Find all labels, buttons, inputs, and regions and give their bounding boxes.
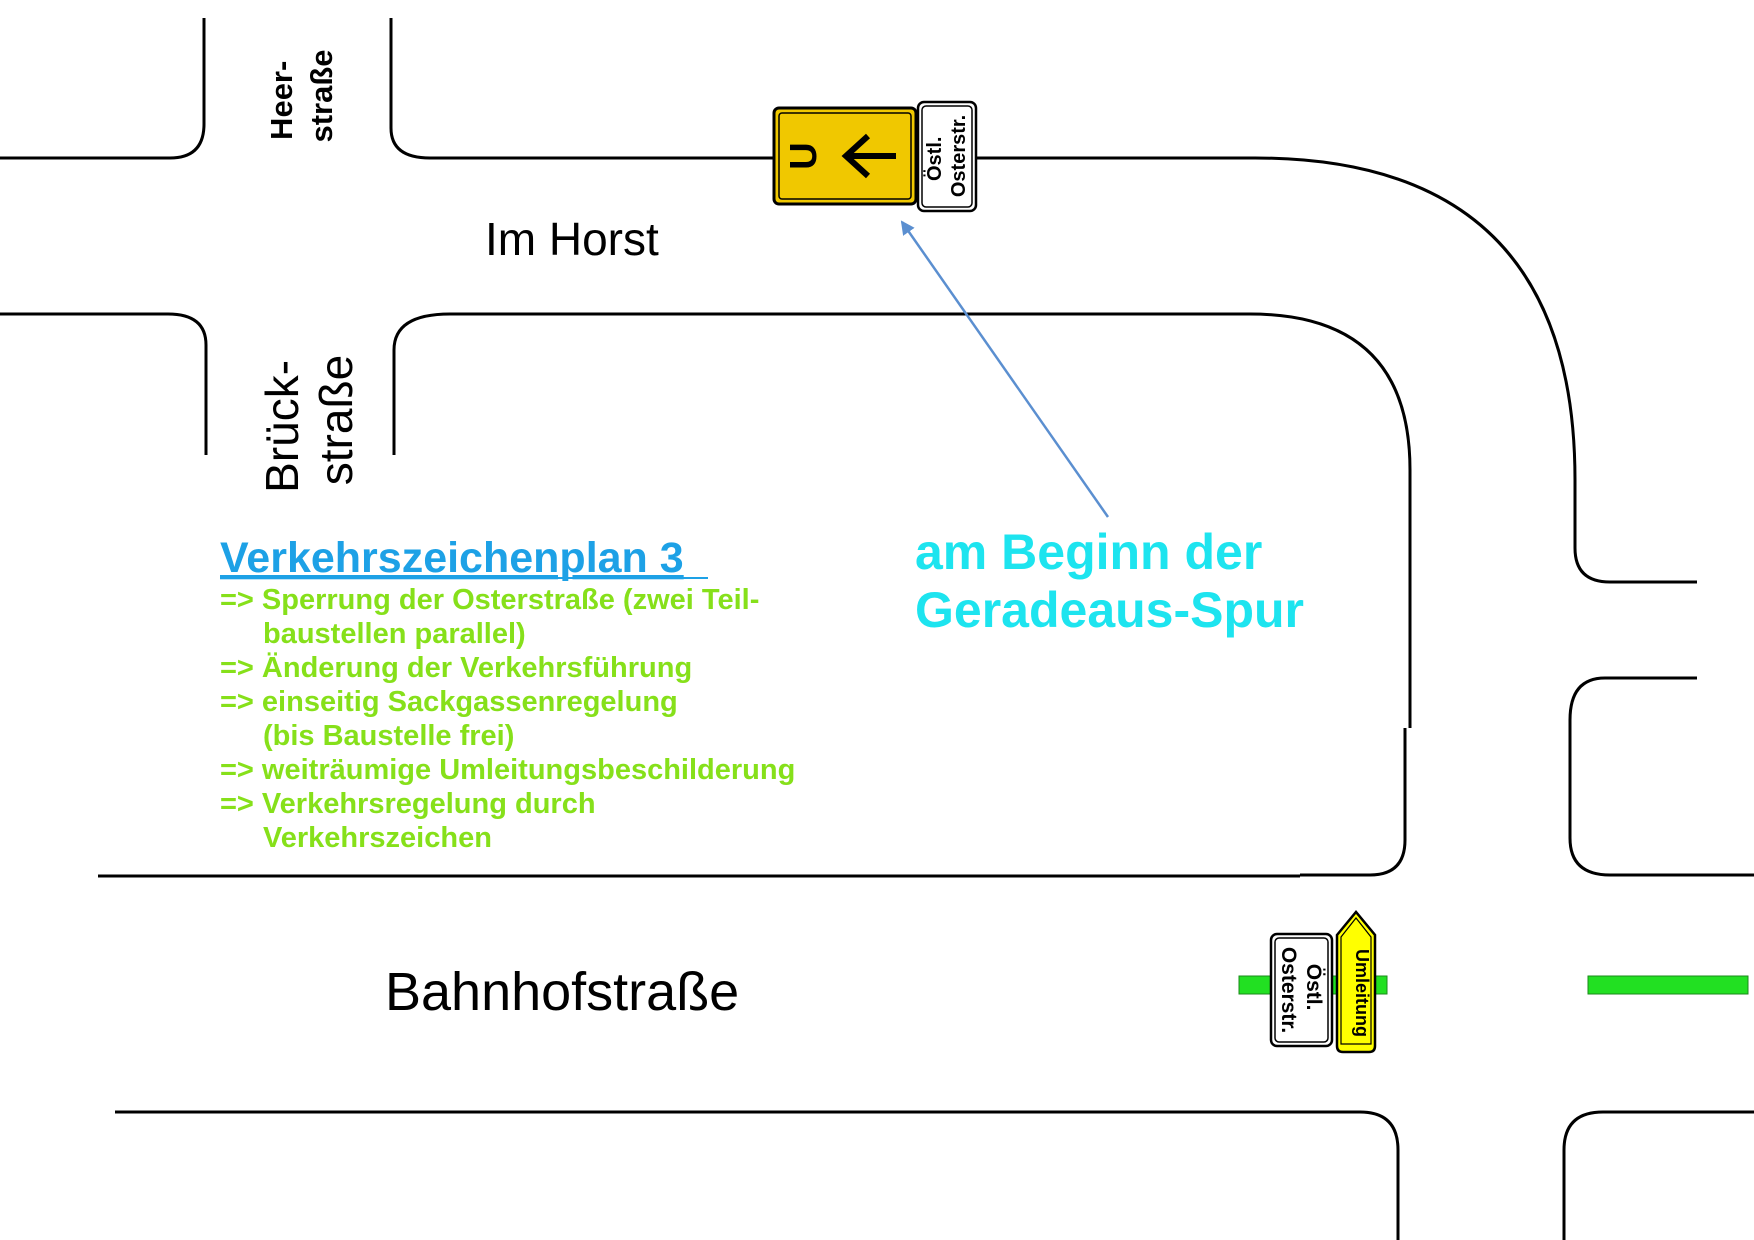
brueckstrasse-label: Brück- straße	[256, 347, 362, 493]
pointer-arrow	[900, 220, 1110, 518]
left-arrow-icon	[841, 133, 896, 179]
barrier-east	[1587, 975, 1749, 995]
im-horst-south-curb	[520, 312, 1412, 728]
callout-line-1: am Beginn der	[915, 524, 1262, 580]
plan-line-1: => Sperrung der Osterstraße (zwei Teil-	[220, 584, 759, 616]
road-network	[0, 18, 1754, 1240]
upper-plate-text: Östl. Osterstr.	[923, 115, 970, 197]
umleitung-arrow-icon	[1335, 910, 1377, 1054]
umleitung-label: Umleitung	[1352, 949, 1372, 1037]
bahnhofstrasse-south-curb	[115, 1110, 1400, 1240]
southeast-curb	[1562, 1110, 1754, 1240]
plan-line-7: => Verkehrsregelung durch	[220, 788, 596, 820]
brueckstrasse-left-curb	[0, 312, 208, 455]
plan-line-8: Verkehrszeichen	[263, 822, 492, 854]
plan-notes: Verkehrszeichenplan 3 => Sperrung der Os…	[220, 534, 795, 854]
im-horst-label: Im Horst	[485, 213, 659, 265]
u-glyph: U	[783, 142, 825, 169]
heerstrasse-label: Heer- straße	[264, 49, 339, 142]
upper-detour-sign: U Östl. Osterstr.	[772, 100, 978, 213]
brueckstrasse-right-curb	[392, 312, 520, 455]
heerstrasse-left-curb	[0, 18, 206, 160]
plan-line-3: => Änderung der Verkehrsführung	[220, 651, 692, 684]
im-horst-north-curb	[460, 156, 1697, 584]
plan-line-5: (bis Baustelle frei)	[263, 720, 514, 752]
plan-line-2: baustellen parallel)	[263, 618, 526, 650]
callout-text: am Beginn der Geradeaus-Spur	[915, 524, 1304, 638]
plan-line-6: => weiträumige Umleitungsbeschilderung	[220, 754, 795, 786]
east-block-curb	[1568, 676, 1754, 877]
heerstrasse-right-curb	[389, 18, 460, 160]
plan-line-4: => einseitig Sackgassenregelung	[220, 686, 678, 718]
callout-line-2: Geradeaus-Spur	[915, 582, 1304, 638]
plan-title: Verkehrszeichenplan 3	[220, 534, 684, 582]
block-east-curb	[1300, 728, 1407, 877]
lower-plate-text: Östl. Osterstr.	[1277, 947, 1325, 1033]
lower-detour-sign: Östl. Osterstr. Umleitung	[1269, 910, 1377, 1054]
bahnhofstrasse-label: Bahnhofstraße	[385, 962, 739, 1022]
